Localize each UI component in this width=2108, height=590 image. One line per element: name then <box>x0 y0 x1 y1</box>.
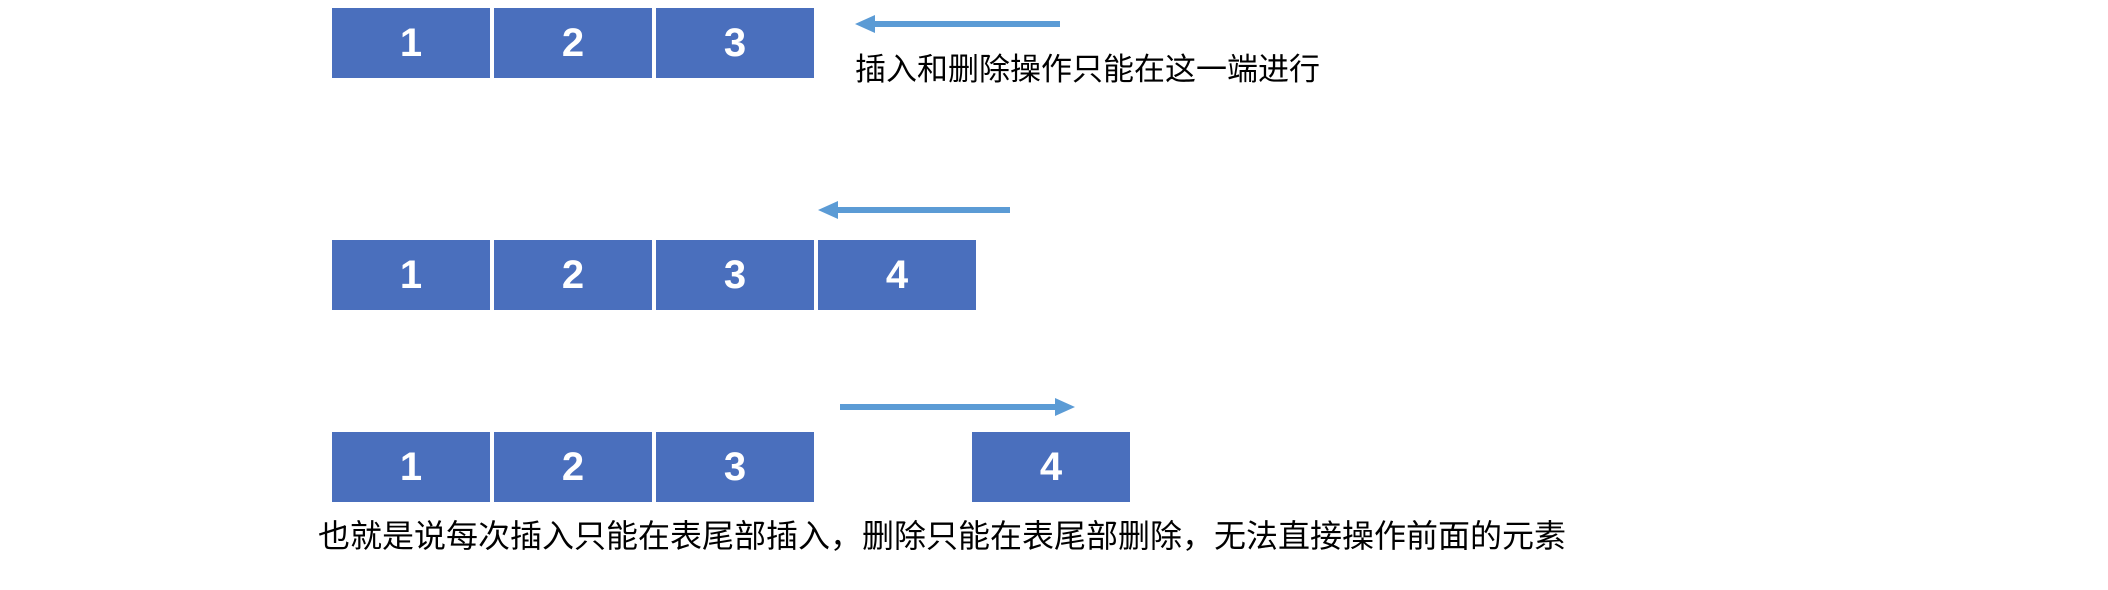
list-cell: 1 <box>332 8 490 78</box>
arrow-left-icon <box>818 198 1010 222</box>
list-cell: 1 <box>332 240 490 310</box>
list-cell: 2 <box>494 8 652 78</box>
list-cell: 3 <box>656 240 814 310</box>
list-cell: 2 <box>494 240 652 310</box>
caption-insert-delete-end: 插入和删除操作只能在这一端进行 <box>855 52 1320 87</box>
list-cell: 3 <box>656 432 814 502</box>
list-cell: 1 <box>332 432 490 502</box>
list-cell: 3 <box>656 8 814 78</box>
list-cell: 2 <box>494 432 652 502</box>
caption-tail-only-operations: 也就是说每次插入只能在表尾部插入，删除只能在表尾部删除，无法直接操作前面的元素 <box>318 518 1567 554</box>
arrow-right-icon <box>840 395 1075 419</box>
arrow-left-icon <box>855 12 1060 36</box>
list-cell-detached: 4 <box>972 432 1130 502</box>
list-cell: 4 <box>818 240 976 310</box>
